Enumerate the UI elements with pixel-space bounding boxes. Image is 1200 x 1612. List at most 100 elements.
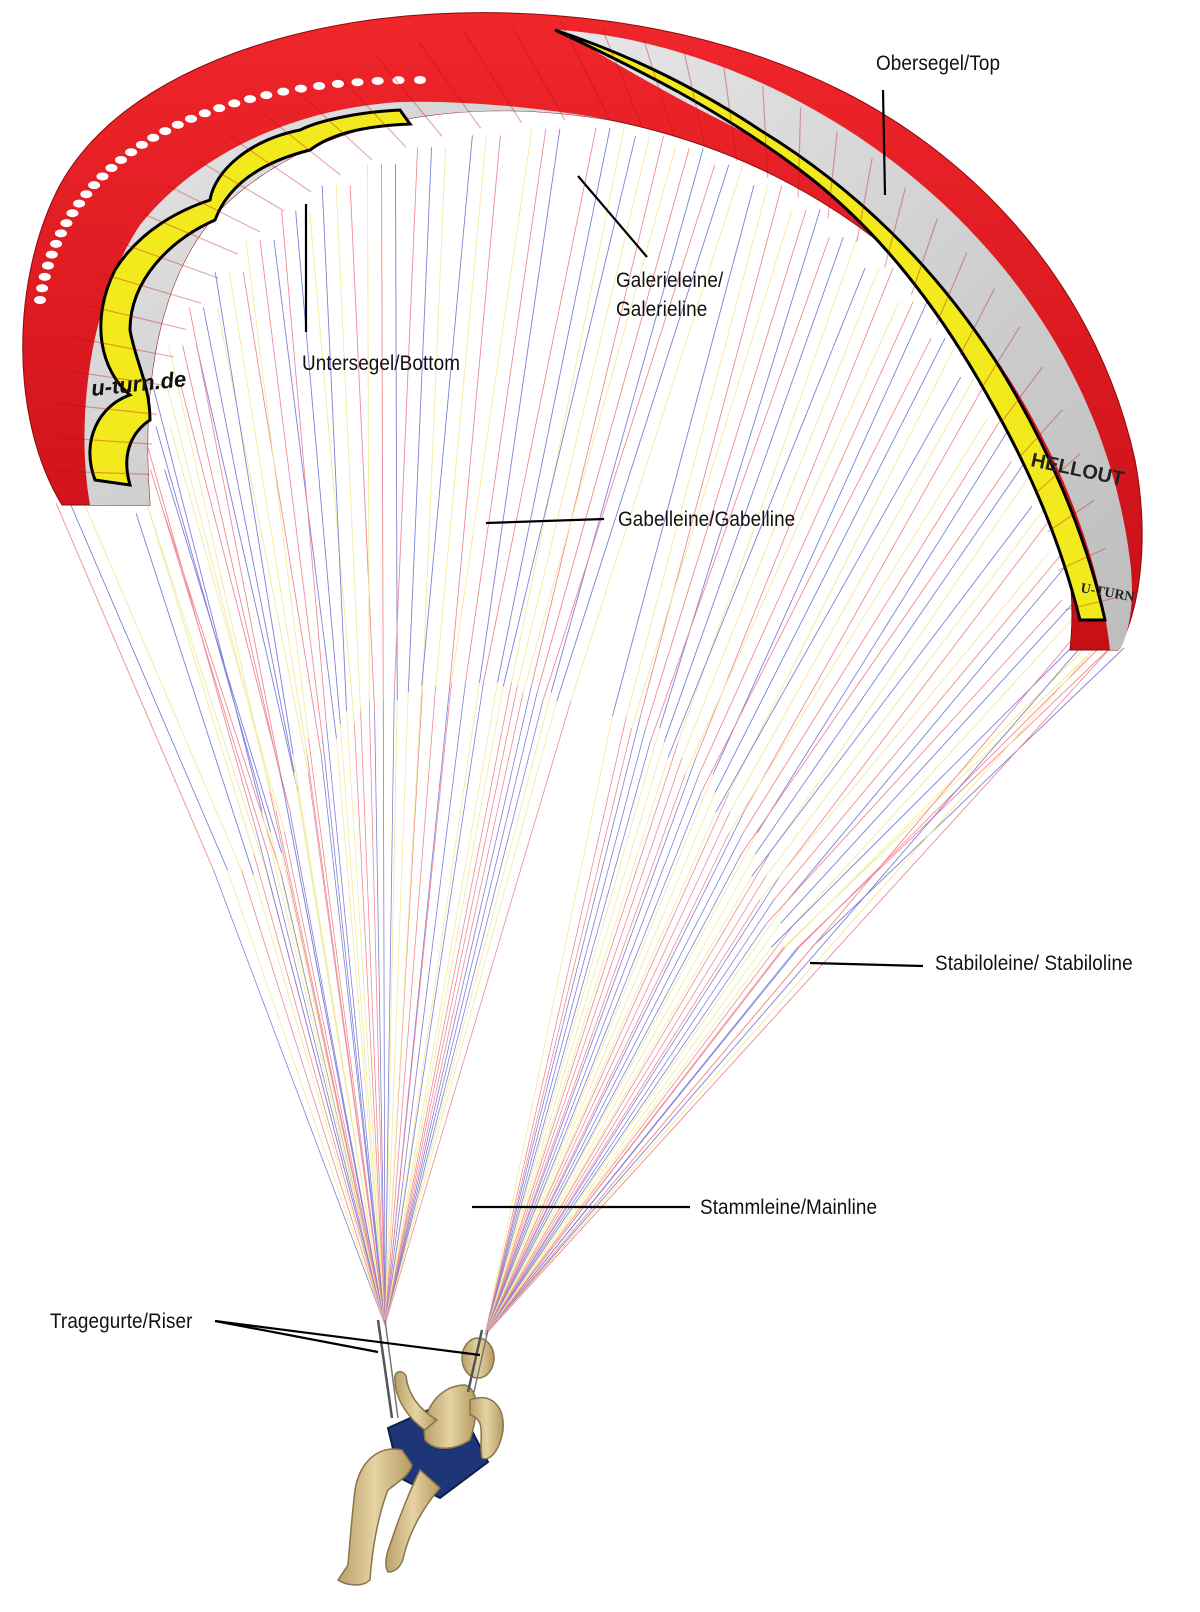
suspension-line <box>84 503 242 870</box>
suspension-line <box>367 164 369 700</box>
suspension-line <box>701 338 931 792</box>
cell-opening <box>96 172 108 180</box>
leader-riser-2 <box>215 1321 480 1355</box>
stabilo-line <box>485 630 1080 1335</box>
suspension-line <box>571 165 743 701</box>
cell-opening <box>39 273 51 281</box>
suspension-line <box>293 755 385 1325</box>
suspension-line <box>408 147 431 692</box>
leader-riser-1 <box>215 1321 378 1352</box>
suspension-line <box>156 427 270 832</box>
suspension-line <box>713 302 927 775</box>
suspension-line <box>780 506 1061 876</box>
cell-opening <box>55 229 67 237</box>
suspension-line <box>485 774 699 1335</box>
cell-opening <box>36 284 48 292</box>
suspension-line <box>350 185 374 711</box>
suspension-line <box>485 774 713 1335</box>
label-gallery-line-1: Galerieleine/ <box>616 266 723 295</box>
suspension-line <box>752 506 1033 876</box>
cell-opening <box>147 134 159 142</box>
suspension-line <box>485 728 660 1335</box>
label-stabilo-line: Stabiloleine/ Stabiloline <box>935 952 1133 976</box>
suspension-line <box>262 811 385 1325</box>
suspension-line <box>484 128 597 683</box>
cell-opening <box>136 141 148 149</box>
cell-opening <box>80 190 92 198</box>
suspension-line <box>385 686 422 1325</box>
suspension-line <box>788 552 1077 899</box>
suspension-line <box>153 385 262 811</box>
label-fork-line: Gabelleine/Gabelline <box>618 508 795 532</box>
suspension-line <box>485 854 741 1335</box>
suspension-line <box>270 791 385 1325</box>
cell-opening <box>115 156 127 164</box>
cell-opening <box>213 104 225 112</box>
cell-opening <box>73 200 85 208</box>
suspension-line <box>450 135 501 686</box>
suspension-line <box>557 165 729 701</box>
label-riser: Tragegurte/Riser <box>50 1310 193 1334</box>
suspension-line <box>485 948 784 1336</box>
label-gallery-line: Galerieleine/ Galerieline <box>616 266 723 324</box>
cell-opening <box>46 251 58 259</box>
suspension-line <box>150 513 268 875</box>
suspension-line <box>310 211 355 724</box>
suspension-line <box>436 135 487 686</box>
suspension-line <box>485 793 701 1335</box>
cell-opening <box>88 181 100 189</box>
cell-opening <box>260 91 272 99</box>
cell-opening <box>199 109 211 117</box>
cell-opening <box>185 115 197 123</box>
suspension-line <box>485 757 668 1335</box>
suspension-line <box>766 506 1047 876</box>
suspension-line <box>203 308 294 773</box>
suspension-line <box>485 923 781 1335</box>
cell-opening <box>60 219 72 227</box>
leader-stabilo <box>810 963 923 966</box>
stabilo-line <box>485 634 1092 1335</box>
pilot-figure <box>338 1320 503 1585</box>
suspension-line <box>498 128 611 683</box>
suspension-line <box>485 854 769 1335</box>
suspension-line <box>394 147 417 692</box>
suspension-line <box>485 833 757 1335</box>
suspension-line <box>170 427 284 832</box>
suspension-line <box>523 148 675 692</box>
suspension-line <box>465 129 545 683</box>
suspension-line <box>531 136 663 687</box>
suspension-line <box>385 683 484 1326</box>
suspension-line <box>485 774 685 1335</box>
cell-opening <box>50 240 62 248</box>
suspension-line <box>485 742 678 1335</box>
suspension-line <box>385 693 523 1325</box>
label-bottom-surface: Untersegel/Bottom <box>302 352 460 376</box>
suspension-line <box>699 302 913 775</box>
suspension-line <box>755 461 1025 854</box>
cell-opening <box>295 85 307 93</box>
suspension-line <box>385 686 503 1325</box>
suspension-line <box>322 185 346 711</box>
suspension-line <box>543 165 715 701</box>
suspension-line <box>781 600 1077 924</box>
riser-left-2 <box>385 1320 398 1418</box>
suspension-line <box>215 272 293 754</box>
cell-opening <box>34 296 46 304</box>
cell-opening <box>66 209 78 217</box>
suspension-line <box>485 948 771 1336</box>
stabilo-line <box>485 638 1104 1335</box>
suspension-line <box>70 503 228 870</box>
suspension-line <box>485 877 766 1335</box>
suspension-line <box>246 240 309 739</box>
cell-opening <box>244 95 256 103</box>
cell-opening <box>172 121 184 129</box>
cell-opening <box>332 80 344 88</box>
suspension-line <box>422 135 473 686</box>
suspension-line <box>485 833 729 1335</box>
suspension-line <box>769 461 1039 854</box>
riser-left <box>378 1320 392 1418</box>
suspension-line <box>336 185 360 711</box>
suspension-line <box>485 900 760 1335</box>
cell-opening <box>277 88 289 96</box>
